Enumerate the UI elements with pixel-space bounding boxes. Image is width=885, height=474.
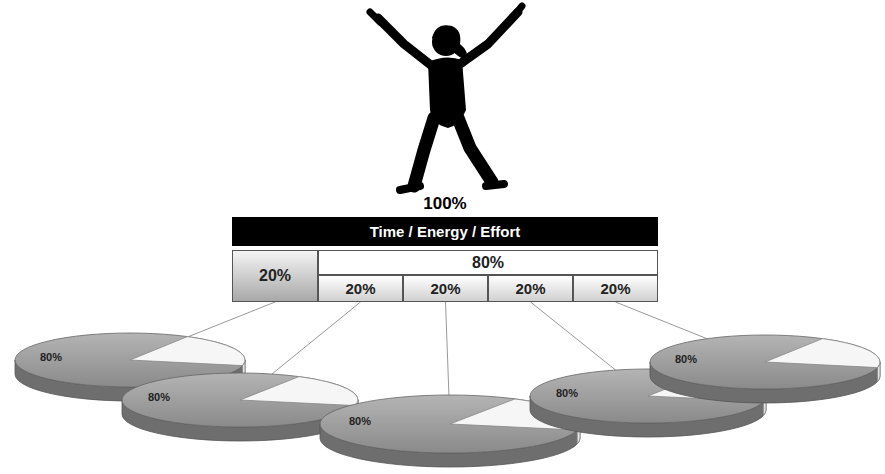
leader-line: [272, 302, 361, 374]
black-band: Time / Energy / Effort: [232, 217, 658, 246]
focus-share-box: 20%: [232, 250, 318, 302]
pie-percent: 80%: [556, 387, 578, 399]
percent-label: 20%: [259, 267, 291, 285]
percent-label: 20%: [515, 280, 545, 297]
share-cell: 20%: [318, 275, 403, 302]
pie-wedge: [130, 337, 245, 366]
percent-label: 20%: [430, 280, 460, 297]
pie-top: [650, 335, 880, 389]
percent-label: 20%: [345, 280, 375, 297]
leader-line: [188, 302, 275, 337]
total-percent: 100%: [232, 193, 658, 217]
share-cell: 20%: [488, 275, 573, 302]
percent-label: 80%: [472, 254, 504, 272]
leader-line: [531, 302, 616, 370]
share-cell: 20%: [573, 275, 658, 302]
pie-percent: 80%: [40, 351, 62, 363]
remaining-share-header: 80%: [318, 250, 658, 275]
leader-line: [616, 302, 707, 339]
pie-chart: 80%: [650, 335, 880, 405]
pie-percent: 80%: [148, 391, 170, 403]
leader-line: [446, 302, 449, 395]
share-cell: 20%: [403, 275, 488, 302]
pie-percent: 80%: [675, 353, 697, 365]
pie-shape: [650, 335, 880, 405]
pie-wedge: [240, 377, 358, 406]
band-label: Time / Energy / Effort: [370, 223, 521, 240]
percent-label: 20%: [600, 280, 630, 297]
pie-percent: 80%: [349, 415, 371, 427]
pie-wedge: [765, 339, 880, 368]
time-energy-band: 100% Time / Energy / Effort: [232, 193, 658, 246]
